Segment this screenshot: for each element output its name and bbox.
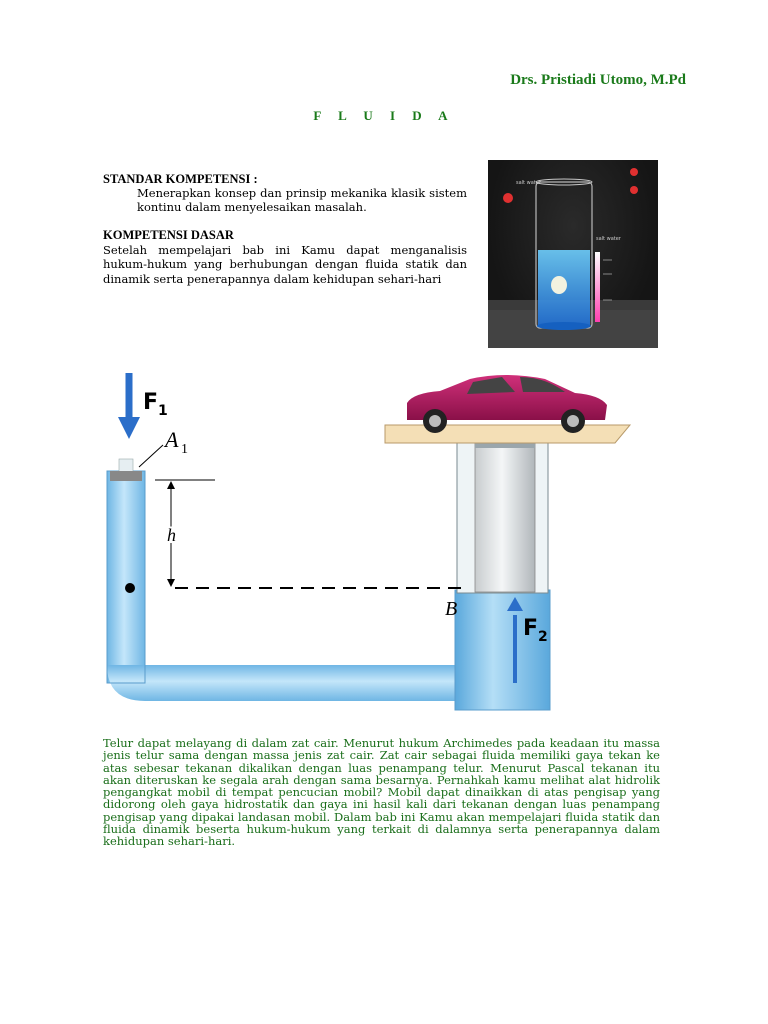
kompetensi-dasar-heading: KOMPETENSI DASAR bbox=[103, 228, 234, 242]
label-h: h bbox=[167, 525, 176, 545]
chapter-title: F L U I D A bbox=[313, 108, 455, 123]
kompetensi-dasar-section: KOMPETENSI DASAR Setelah mempelajari bab… bbox=[103, 228, 467, 286]
lift-platform bbox=[384, 424, 632, 444]
floating-egg-photo: salt water salt water bbox=[488, 160, 658, 348]
photo-label-scale: salt water bbox=[596, 236, 622, 242]
large-piston bbox=[474, 439, 536, 593]
standar-kompetensi-heading: STANDAR KOMPETENSI : bbox=[103, 172, 258, 186]
photo-label-top: salt water bbox=[516, 180, 542, 186]
red-marker-icon bbox=[630, 168, 638, 176]
label-a1-sub: 1 bbox=[181, 442, 188, 457]
red-marker-icon bbox=[630, 186, 638, 194]
label-f2-sub: 2 bbox=[538, 629, 548, 645]
small-piston bbox=[110, 471, 142, 481]
car-icon bbox=[407, 375, 607, 433]
right-cylinder-fluid bbox=[455, 590, 550, 710]
connecting-pipe bbox=[107, 665, 475, 701]
standar-kompetensi-text: Menerapkan konsep dan prinsip mekanika k… bbox=[137, 186, 467, 214]
label-f1-sub: 1 bbox=[158, 403, 168, 419]
density-scale bbox=[595, 252, 600, 322]
egg-icon bbox=[551, 276, 567, 294]
label-b: B bbox=[445, 598, 457, 620]
left-tube bbox=[107, 471, 145, 683]
hydraulic-lift-diagram: F 1 A 1 h B F 2 bbox=[95, 365, 635, 720]
label-a1: A bbox=[163, 427, 179, 452]
force-arrow-f2 bbox=[507, 597, 523, 683]
author-name: Drs. Pristiadi Utomo, M.Pd bbox=[510, 72, 686, 88]
red-marker-icon bbox=[503, 193, 513, 203]
point-a-dot bbox=[125, 583, 135, 593]
chapter-intro-paragraph: Telur dapat melayang di dalam zat cair. … bbox=[103, 736, 660, 849]
label-f1: F bbox=[143, 390, 158, 415]
standar-kompetensi-section: STANDAR KOMPETENSI : Menerapkan konsep d… bbox=[103, 172, 467, 214]
force-arrow-f1 bbox=[118, 373, 140, 439]
kompetensi-dasar-text: Setelah mempelajari bab ini Kamu dapat m… bbox=[103, 242, 467, 286]
label-f2: F bbox=[523, 616, 538, 641]
